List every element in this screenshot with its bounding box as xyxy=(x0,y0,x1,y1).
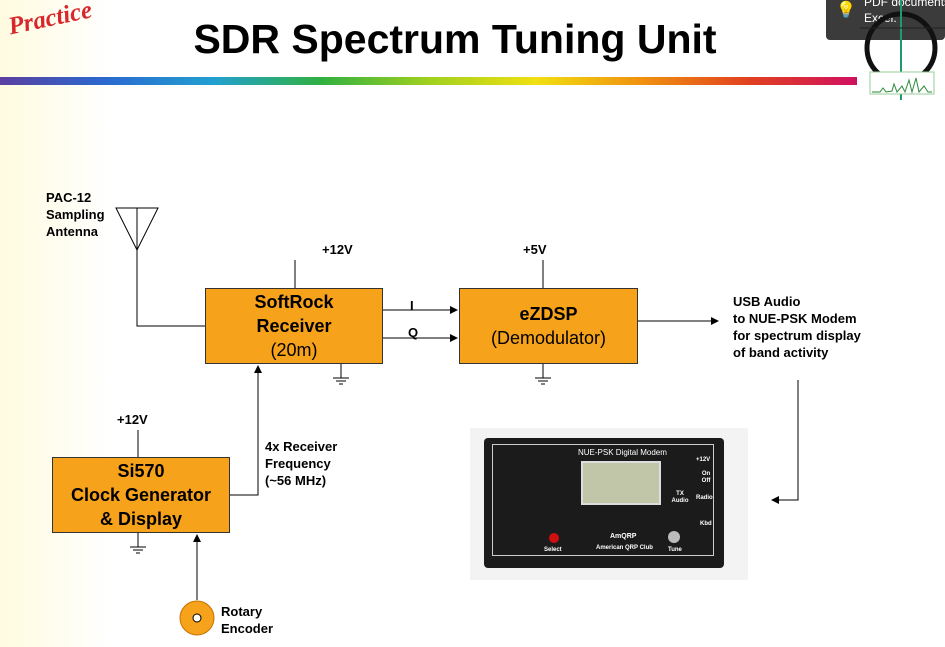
modem-club: American QRP Club xyxy=(596,545,653,551)
i-label: I xyxy=(410,298,414,313)
notification-text: PDF documents xyxy=(864,0,945,9)
modem-brand: AmQRP xyxy=(610,533,637,540)
spectrum-thumbnail xyxy=(869,71,935,95)
rainbow-divider xyxy=(0,77,857,85)
ground-symbol xyxy=(333,364,349,385)
slide-title: SDR Spectrum Tuning Unit xyxy=(193,16,717,62)
q-label: Q xyxy=(408,325,419,340)
modem-photo: NUE-PSK Digital Modem +12V On Off Radio … xyxy=(470,428,748,580)
modem-12v-label: +12V xyxy=(696,457,711,463)
ezdsp-block: eZDSP(Demodulator) xyxy=(459,288,638,364)
modem-txaudio-label: TX Audio xyxy=(671,491,689,504)
modem-onoff-label: On Off xyxy=(701,471,711,484)
modem-kbd-label: Kbd xyxy=(700,521,712,527)
modem-title: NUE-PSK Digital Modem xyxy=(578,448,667,457)
ground-symbol xyxy=(535,364,551,385)
lcd-screen xyxy=(581,461,661,505)
modem-radio-label: Radio xyxy=(696,495,713,501)
modem-select-label: Select xyxy=(544,547,562,553)
lightbulb-icon: 💡 xyxy=(836,2,856,19)
ground-symbol xyxy=(130,533,146,554)
modem-tune-label: Tune xyxy=(668,547,682,553)
tune-knob-icon xyxy=(668,531,680,543)
si570-power: +12V xyxy=(117,412,148,427)
select-button-icon xyxy=(549,533,559,543)
ezdsp-power: +5V xyxy=(523,242,547,257)
softrock-power: +12V xyxy=(322,242,353,257)
